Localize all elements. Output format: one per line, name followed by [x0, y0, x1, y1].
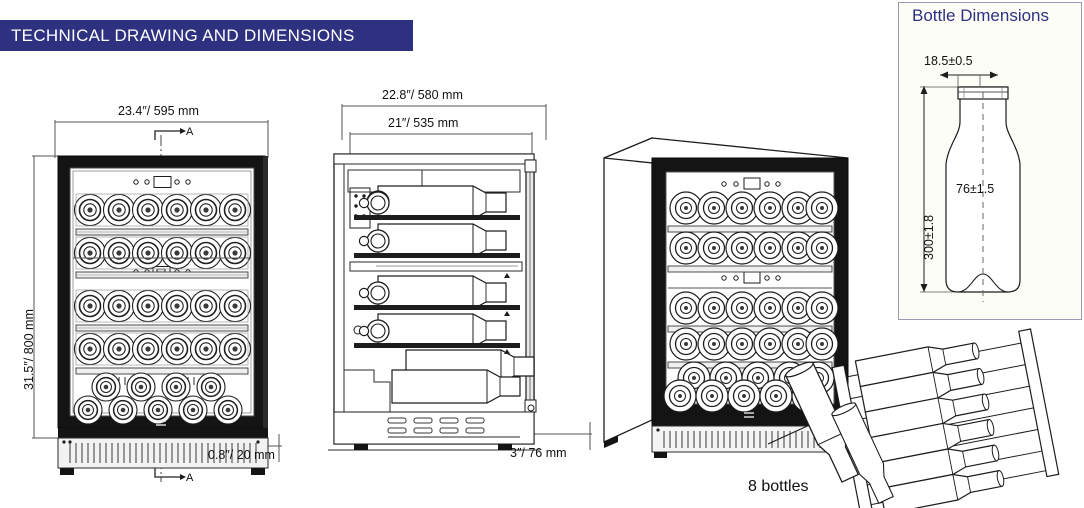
bottle-body-dimension: 76±1.5	[956, 182, 995, 196]
eight-bottles-label: 8 bottles	[748, 478, 809, 495]
bottle-height-dimension: 300±1.8	[922, 214, 936, 260]
section-inner-depth-dimension: 21″/ 535 mm	[388, 116, 459, 130]
bottle-panel-title: Bottle Dimensions	[912, 6, 1050, 25]
section-marker-bottom-label: A	[186, 472, 194, 484]
bottle-drawing	[920, 71, 1021, 302]
page-title: TECHNICAL DRAWING AND DIMENSIONS	[11, 25, 355, 45]
section-view-drawing	[328, 104, 592, 451]
section-marker-top-label: A	[186, 126, 194, 138]
front-view: 23.4″/ 595 mm 31.5″/ 800 mm 0.8″/ 20 mm …	[0, 90, 300, 500]
section-view: 22.8″/ 580 mm 21″/ 535 mm 3″/ 76 mm	[320, 82, 610, 482]
bottle-shelf-drawing	[767, 328, 1060, 508]
shelf-callout-drawing	[767, 328, 1084, 508]
front-height-dimension: 31.5″/ 800 mm	[22, 309, 36, 390]
front-width-dimension: 23.4″/ 595 mm	[118, 104, 199, 118]
section-depth-dimension: 22.8″/ 580 mm	[382, 88, 463, 102]
front-view-drawing	[32, 120, 282, 482]
front-foot-dimension: 0.8″/ 20 mm	[208, 448, 275, 462]
bottle-drawing-group: 18.5±0.5 76±1.5 300±1.8	[898, 30, 1082, 320]
bottle-neck-dimension: 18.5±0.5	[924, 54, 973, 68]
header-banner: TECHNICAL DRAWING AND DIMENSIONS	[0, 20, 413, 51]
section-door-clearance-dimension: 3″/ 76 mm	[510, 446, 567, 460]
